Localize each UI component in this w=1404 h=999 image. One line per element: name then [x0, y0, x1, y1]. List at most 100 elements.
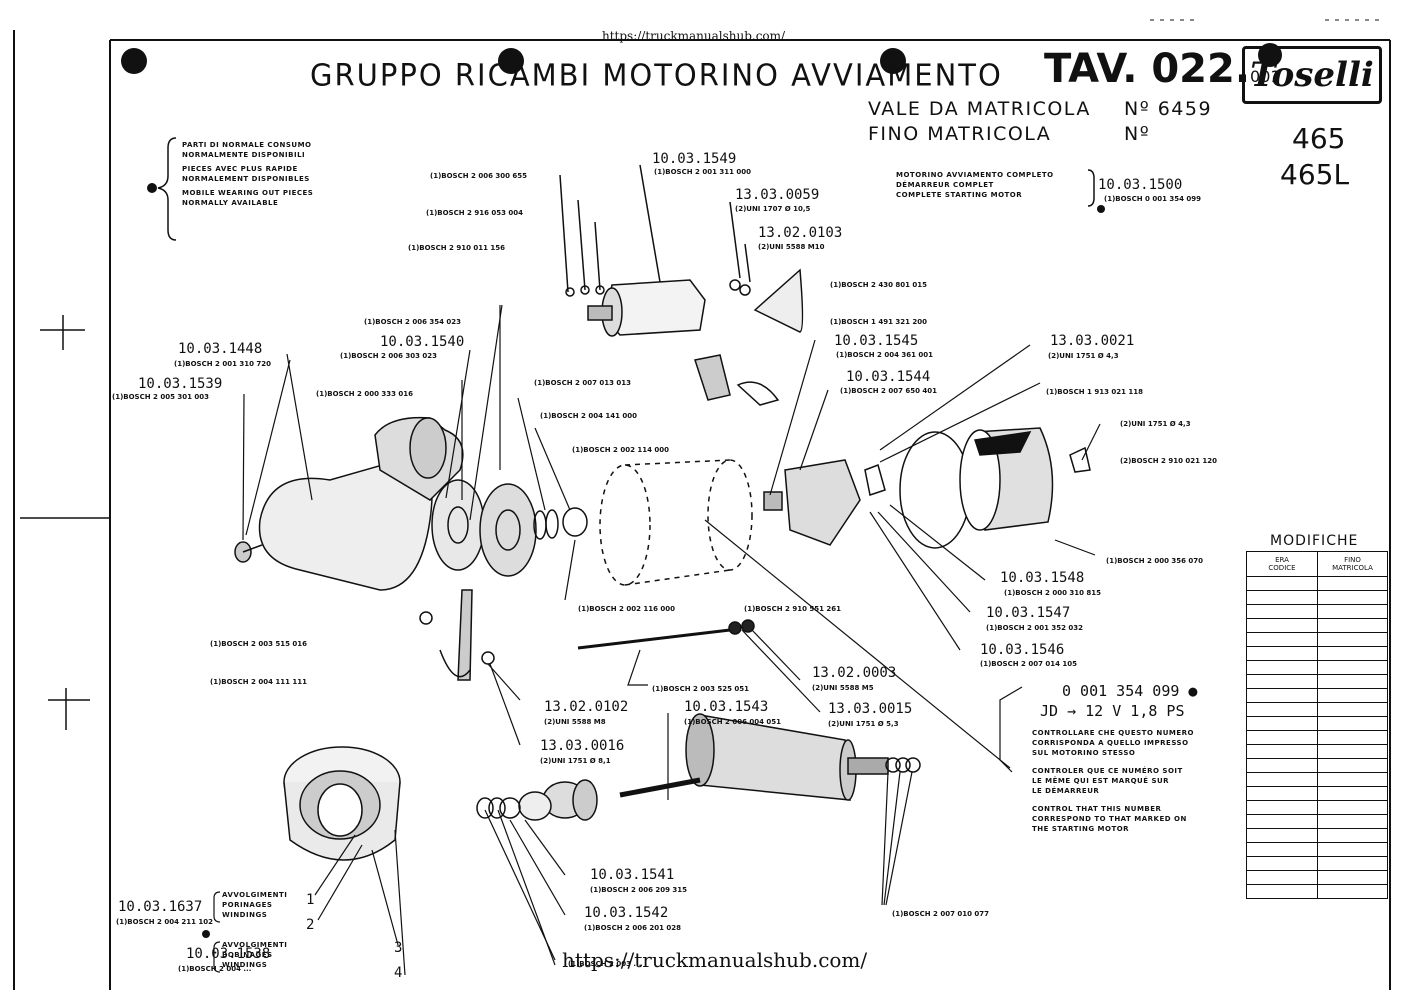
callout-10-03-1541: 10.03.1541	[590, 867, 675, 883]
modifiche-row	[1246, 842, 1388, 857]
callout-10-03-1549: 10.03.1549	[652, 151, 737, 167]
bosch-13-02-0103: (2)UNI 5588 M10	[758, 243, 825, 251]
bosch-ref-8: (1)BOSCH 2 007 013 013	[534, 379, 632, 387]
callout-10-03-1542: 10.03.1542	[584, 905, 669, 921]
bosch-ref-9: (1)BOSCH 2 004 141 000	[540, 412, 638, 420]
modifiche-row	[1246, 870, 1388, 885]
bosch-ref-20: (1)BOSCH 2 007 010 077	[892, 910, 990, 918]
winding-a-line-1: AVVOLGIMENTI	[222, 891, 288, 899]
legend-line-1: PARTI DI NORMALE CONSUMO	[182, 141, 312, 149]
bosch-13-03-0016: (2)UNI 1751 Ø 8,1	[540, 757, 611, 765]
bosch-ref-2: (1)BOSCH 2 916 053 004	[426, 209, 524, 217]
model-465l: 465L	[1280, 158, 1350, 191]
modifiche-row	[1246, 800, 1388, 815]
modifiche-row	[1246, 786, 1388, 801]
motor-check-line-2: CORRISPONDA A QUELLO IMPRESSO	[1032, 739, 1189, 747]
motor-check-rating: JD → 12 V 1,8 PS	[1040, 702, 1185, 720]
callout-10-03-1546: 10.03.1546	[980, 642, 1065, 658]
modifiche-row	[1246, 660, 1388, 675]
winding-a-line-3: WINDINGS	[222, 911, 268, 919]
callout-13-03-0016: 13.03.0016	[540, 738, 625, 754]
modifiche-row	[1246, 688, 1388, 703]
motor-check-line-8: CORRESPOND TO THAT MARKED ON	[1032, 815, 1187, 823]
bosch-ref-5: (1)BOSCH 1 491 321 200	[830, 318, 928, 326]
bosch-10-03-1548: (1)BOSCH 2 000 310 815	[1004, 589, 1102, 597]
bosch-10-03-1542: (1)BOSCH 2 006 201 028	[584, 924, 682, 932]
legend-line-4: NORMALEMENT DISPONIBLES	[182, 175, 310, 183]
page-title: GRUPPO RICAMBI MOTORINO AVVIAMENTO	[310, 57, 1003, 93]
bosch-ref-13: (2)BOSCH 2 910 021 120	[1120, 457, 1218, 465]
bosch-10-03-1637: (1)BOSCH 2 004 211 102	[116, 918, 214, 926]
bosch-ref-15: (1)BOSCH 2 910 551 261	[744, 605, 842, 613]
bosch-ref-17: (1)BOSCH 2 004 111 111	[210, 678, 308, 686]
callout-13-03-0015: 13.03.0015	[828, 701, 913, 717]
winding-num-4: 4	[394, 965, 403, 981]
bosch-ref-18: (1)BOSCH 2 003 525 051	[652, 685, 750, 693]
callout-10-03-1545: 10.03.1545	[834, 333, 919, 349]
bullet-dot	[1097, 205, 1105, 213]
winding-note-a: AVVOLGIMENTI PORINAGES WINDINGS	[222, 890, 287, 920]
bosch-ref-6: (1)BOSCH 2 006 354 023	[364, 318, 462, 326]
valid-from-label: VALE DA MATRICOLA	[868, 98, 1091, 120]
callout-13-02-0102: 13.02.0102	[544, 699, 629, 715]
bosch-13-02-0102: (2)UNI 5588 M8	[544, 718, 606, 726]
modifiche-col-era: ERA CODICE	[1246, 551, 1318, 577]
table-code: TAV. 022.001	[1044, 46, 1281, 92]
legend-line-2: NORMALMENTE DISPONIBILI	[182, 151, 306, 159]
bosch-10-03-1543: (1)BOSCH 2 006 004 051	[684, 718, 782, 726]
modifiche-col-era-1: ERA	[1275, 556, 1289, 564]
table-code-main: TAV. 022.	[1044, 46, 1251, 92]
bosch-13-02-0003: (2)UNI 5588 M5	[812, 684, 874, 692]
bosch-10-03-1448: (1)BOSCH 2 001 310 720	[174, 360, 272, 368]
bosch-10-03-1544: (1)BOSCH 2 007 650 401	[840, 387, 938, 395]
winding-a-line-2: PORINAGES	[222, 901, 273, 909]
modifiche-row	[1246, 618, 1388, 633]
callout-13-03-0059: 13.03.0059	[735, 187, 820, 203]
modifiche-row	[1246, 674, 1388, 689]
legend-brace	[147, 137, 177, 241]
callout-10-03-1547: 10.03.1547	[986, 605, 1071, 621]
model-465: 465	[1292, 122, 1346, 155]
callout-10-03-1539: 10.03.1539	[138, 376, 223, 392]
modifiche-table: ERA CODICE FINO MATRICOLA	[1246, 551, 1388, 899]
modifiche-row	[1246, 730, 1388, 745]
callout-13-02-0003: 13.02.0003	[812, 665, 897, 681]
winding-num-2: 2	[306, 917, 315, 933]
bosch-ref-4: (1)BOSCH 2 430 801 015	[830, 281, 928, 289]
modifiche-row	[1246, 604, 1388, 619]
modifiche-row	[1246, 632, 1388, 647]
complete-motor-line-3: COMPLETE STARTING MOTOR	[896, 191, 1023, 199]
callout-10-03-1637: 10.03.1637	[118, 899, 203, 915]
winding-braces	[202, 891, 221, 973]
complete-motor-desc: MOTORINO AVVIAMENTO COMPLETO DÉMARREUR C…	[896, 170, 1054, 200]
watermark-url-top[interactable]: https://truckmanualshub.com/	[602, 29, 786, 43]
bosch-ref-3: (1)BOSCH 2 910 011 156	[408, 244, 506, 252]
bosch-ref-1: (1)BOSCH 2 006 300 655	[430, 172, 528, 180]
motor-check-line-6: LE DÉMARREUR	[1032, 787, 1100, 795]
bosch-13-03-0059: (2)UNI 1707 Ø 10,5	[735, 205, 811, 213]
modifiche-row	[1246, 576, 1388, 591]
watermark-url-bottom[interactable]: https://truckmanualshub.com/	[562, 948, 868, 972]
modifiche-row	[1246, 646, 1388, 661]
complete-motor-code: 10.03.1500	[1098, 177, 1183, 193]
valid-until-label: FINO MATRICOLA	[868, 123, 1052, 145]
complete-motor-brace	[1087, 169, 1095, 207]
motor-check-number: 0 001 354 099 ●	[1062, 682, 1198, 700]
modifiche-col-fino-2: MATRICOLA	[1332, 564, 1373, 572]
motor-check-line-7: CONTROL THAT THIS NUMBER	[1032, 805, 1162, 813]
winding-b-line-1: AVVOLGIMENTI	[222, 941, 288, 949]
bosch-ref-14: (1)BOSCH 2 002 116 000	[578, 605, 676, 613]
complete-motor-bosch: (1)BOSCH 0 001 354 099	[1104, 195, 1202, 203]
modifiche-row	[1246, 702, 1388, 717]
bosch-ref-16: (1)BOSCH 2 003 515 016	[210, 640, 308, 648]
bosch-13-03-0021: (2)UNI 1751 Ø 4,3	[1048, 352, 1119, 360]
winding-b-line-3: WINDINGS	[222, 961, 268, 969]
bosch-ref-7: (1)BOSCH 2 000 333 016	[316, 390, 414, 398]
legend-line-5: MOBILE WEARING OUT PIECES	[182, 189, 314, 197]
bosch-13-03-0015: (2)UNI 1751 Ø 5,3	[828, 720, 899, 728]
callout-10-03-1540: 10.03.1540	[380, 334, 465, 350]
motor-check-line-3: SUL MOTORINO STESSO	[1032, 749, 1136, 757]
bosch-ref-21: (1)BOSCH 2 003 ...	[568, 960, 642, 968]
modifiche-row	[1246, 828, 1388, 843]
